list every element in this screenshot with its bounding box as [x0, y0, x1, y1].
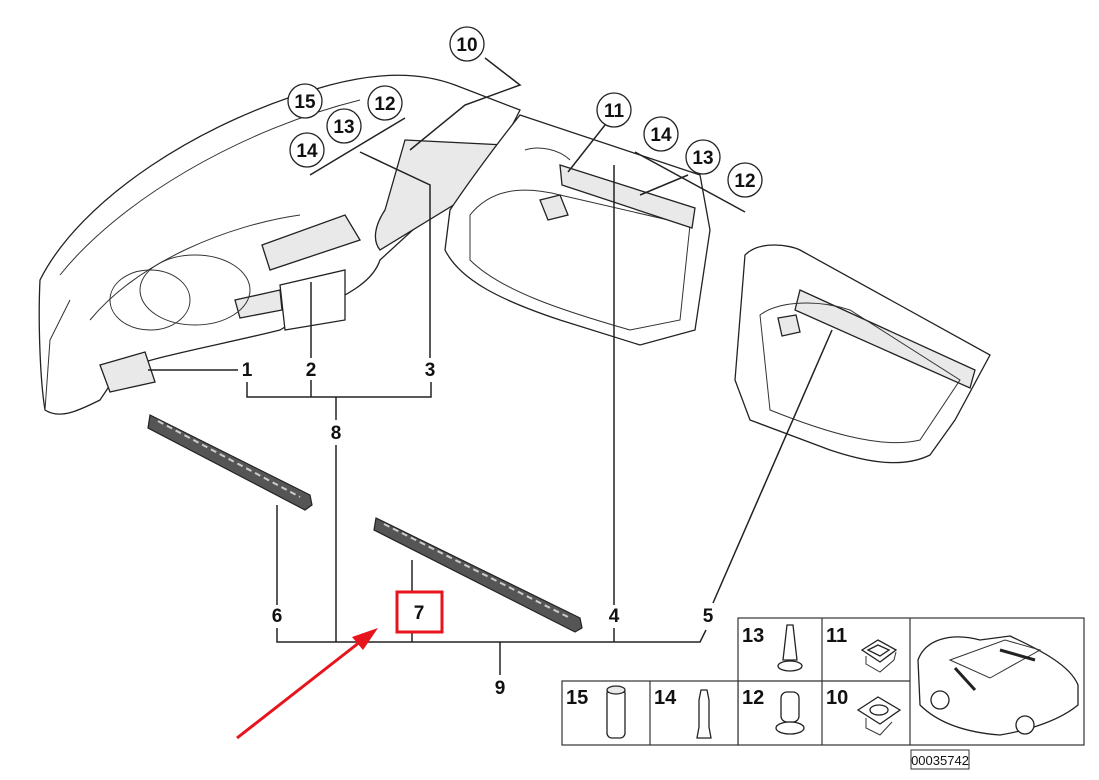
table-label-12: 12: [742, 687, 764, 709]
svg-text:00035742: 00035742: [911, 753, 969, 768]
table-label-15: 15: [566, 687, 588, 709]
callout-13-door: 13: [685, 139, 721, 175]
sleeve-15-icon: [606, 685, 626, 739]
label-5: 5: [703, 606, 714, 627]
label-4: 4: [609, 606, 620, 627]
sill-strip-7: [373, 517, 583, 633]
label-9: 9: [495, 678, 506, 699]
sill-strip-6: [147, 414, 313, 511]
table-label-11: 11: [826, 625, 847, 647]
car-silhouette-icon: [917, 635, 1079, 736]
red-arrow-icon: [236, 628, 378, 740]
table-label-14: 14: [654, 687, 677, 709]
callout-15: 15: [287, 83, 323, 119]
dashboard-illustration: [38, 74, 521, 415]
svg-text:11: 11: [604, 101, 625, 122]
table-label-13: 13: [742, 625, 764, 647]
svg-text:12: 12: [374, 94, 395, 115]
svg-text:12: 12: [734, 171, 755, 192]
svg-text:14: 14: [296, 141, 318, 162]
label-8: 8: [331, 423, 342, 444]
svg-text:10: 10: [456, 35, 477, 56]
label-1: 1: [242, 360, 253, 381]
image-number-box: 00035742: [910, 749, 970, 770]
label-6: 6: [272, 606, 283, 627]
front-door-illustration: [444, 114, 711, 346]
table-label-10: 10: [826, 687, 848, 709]
callout-13: 13: [326, 108, 362, 144]
plug-12-icon: [775, 691, 805, 735]
highlight-box: [395, 590, 444, 634]
label-3: 3: [425, 360, 436, 381]
clip-11-icon: [860, 639, 898, 673]
callout-10: 10: [449, 26, 485, 62]
callout-12-door: 12: [727, 162, 763, 198]
leader-lines: [148, 57, 833, 675]
label-7: 7: [414, 603, 425, 624]
clip-10-icon: [856, 696, 902, 736]
rear-door-illustration: [734, 244, 991, 464]
callout-11: 11: [596, 92, 632, 128]
svg-text:13: 13: [333, 117, 354, 138]
callout-14: 14: [289, 132, 325, 168]
svg-text:15: 15: [294, 92, 316, 113]
callout-12: 12: [367, 85, 403, 121]
svg-text:13: 13: [692, 148, 713, 169]
callout-14-door: 14: [643, 116, 679, 152]
label-2: 2: [306, 360, 317, 381]
pin-13-icon: [777, 624, 803, 672]
svg-text:14: 14: [650, 125, 672, 146]
pin-14-icon: [696, 689, 712, 739]
parts-table: 13 11 15 14 12 10: [561, 617, 1085, 746]
